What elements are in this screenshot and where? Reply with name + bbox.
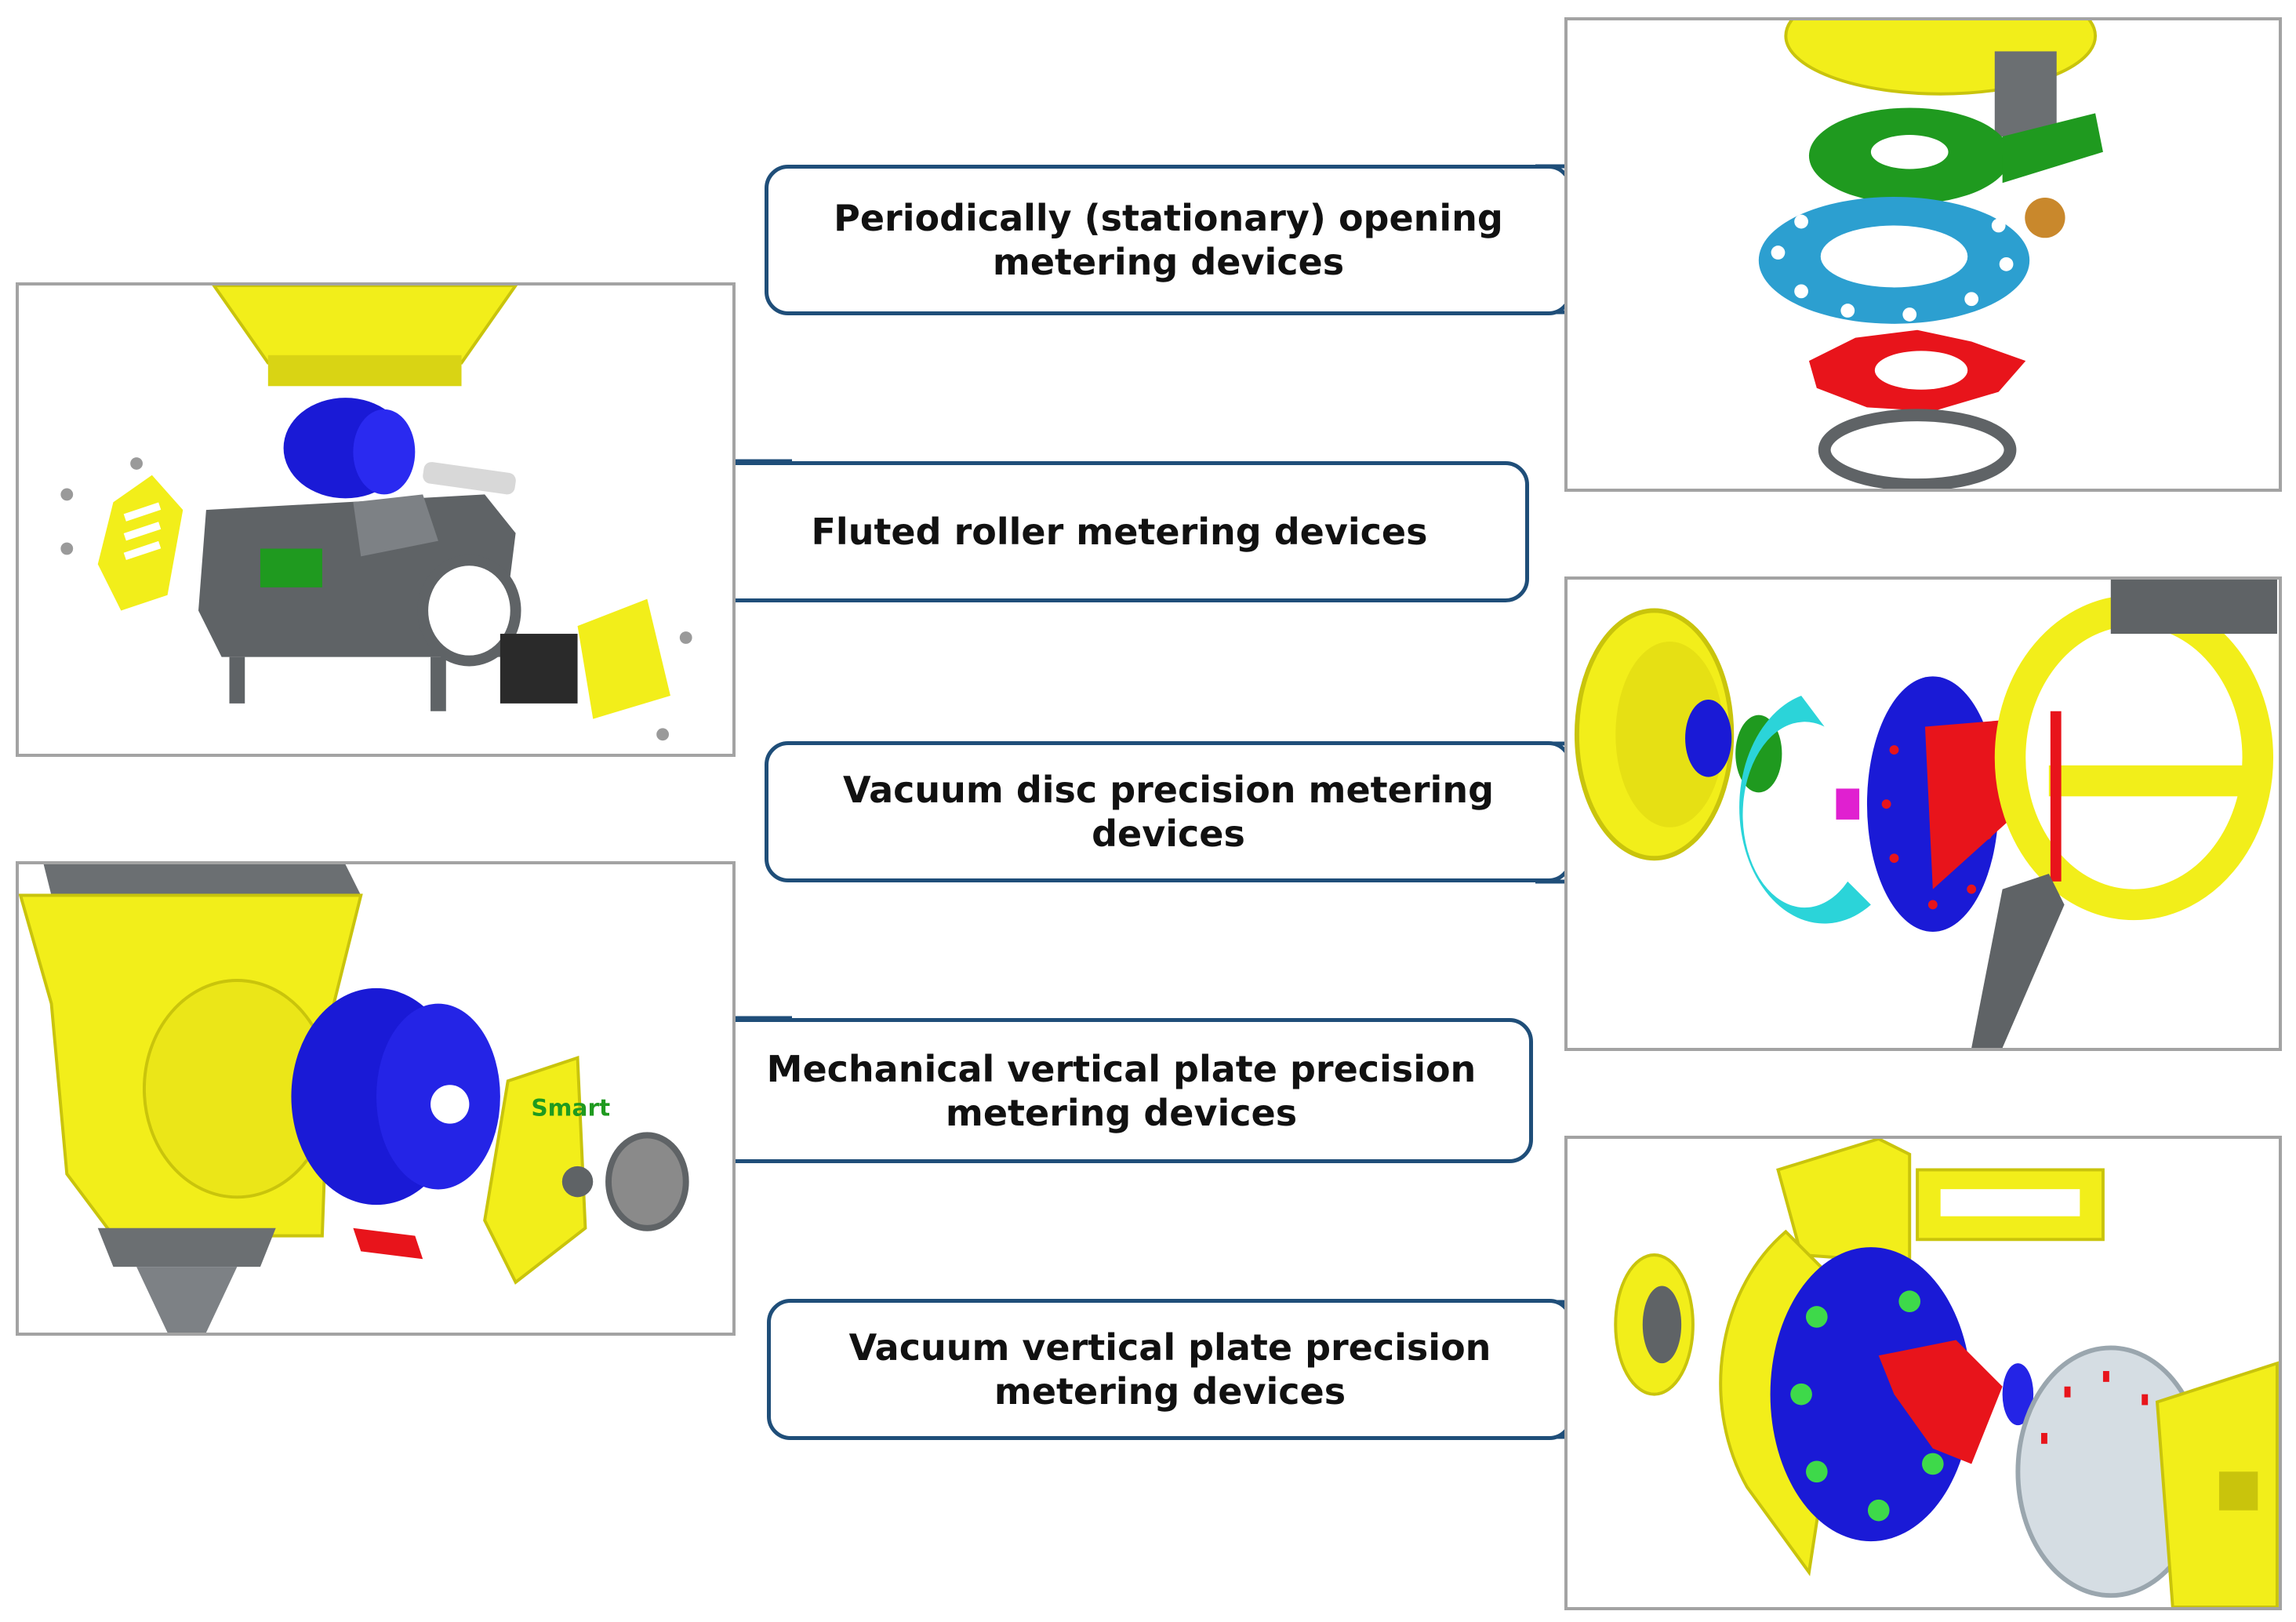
image-periodically-opening [1564,17,2282,492]
label-vacuum-disc-text: Vacuum disc precision metering devices [843,769,1494,855]
label-vacuum-vertical-text: Vacuum vertical plate precision metering… [848,1326,1491,1413]
label-periodically-opening: Periodically (stationary) opening meteri… [765,165,1572,315]
periodically-opening-illustration [1758,20,2103,489]
label-periodically-text: Periodically (stationary) opening meteri… [834,197,1503,283]
mechanical-vertical-illustration: Smart [19,864,689,1333]
label-vacuum-disc: Vacuum disc precision metering devices [765,741,1572,882]
image-fluted-roller [16,282,736,757]
image-mechanical-vertical: Smart [16,861,736,1336]
label-fluted-text: Fluted roller metering devices [811,511,1428,553]
smart-forest-logo: Smart [531,1095,610,1122]
image-vacuum-vertical [1564,1136,2282,1610]
image-vacuum-disc [1564,576,2282,1051]
label-mechanical-vertical: Mechanical vertical plate precision mete… [710,1018,1533,1163]
label-fluted-roller: Fluted roller metering devices [710,461,1529,602]
label-mechanical-vertical-text: Mechanical vertical plate precision mete… [766,1047,1477,1134]
fluted-roller-illustration [60,285,692,741]
label-vacuum-vertical: Vacuum vertical plate precision metering… [767,1299,1573,1440]
vacuum-vertical-illustration [1614,1139,2279,1607]
vacuum-disc-illustration [1574,580,2277,1048]
